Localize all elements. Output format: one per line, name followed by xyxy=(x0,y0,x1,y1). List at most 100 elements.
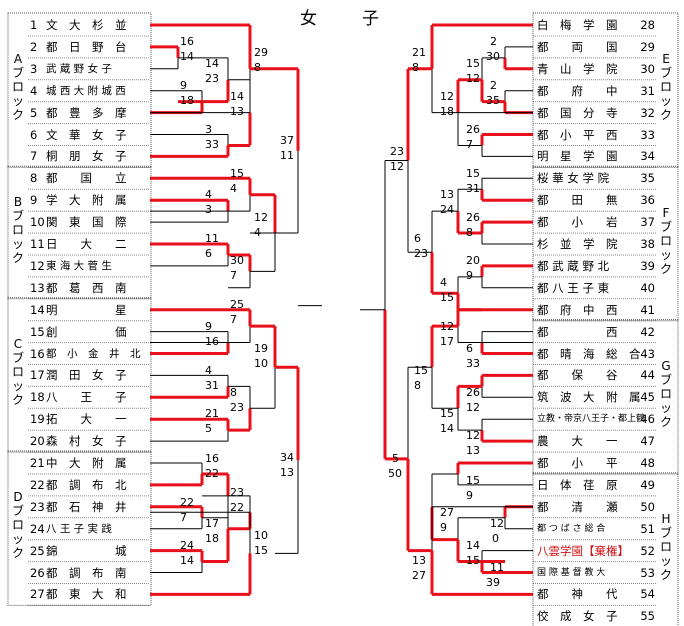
score-label: 15 xyxy=(466,167,480,180)
team-name: 文 大 杉 並 xyxy=(46,18,127,32)
team-number: 54 xyxy=(640,587,655,602)
score-label: 23 xyxy=(230,401,244,414)
team-number: 35 xyxy=(640,171,655,186)
team-name: 潤 田 女 子 xyxy=(46,368,127,383)
score-label: 3 xyxy=(205,123,212,136)
score-label: 26 xyxy=(466,386,480,399)
team-number: 14 xyxy=(30,302,45,317)
score-label: 18 xyxy=(180,94,194,107)
score-label: 19 xyxy=(254,342,268,355)
team-name: 都 晴 海 総 合 xyxy=(537,346,641,361)
team-number: 27 xyxy=(30,587,45,602)
team-name: 国 際 基 督 教 大 xyxy=(537,567,606,578)
team-name: 桜 華 女 学 院 xyxy=(537,171,610,186)
team-number: 37 xyxy=(640,215,655,230)
team-name: 錦 城 xyxy=(46,543,127,558)
score-label: 12 xyxy=(440,90,454,103)
team-number: 10 xyxy=(30,215,45,230)
team-name: 都 田 無 xyxy=(537,193,618,208)
score-label: 31 xyxy=(205,379,219,392)
team-name: 都 小 平 西 xyxy=(537,127,618,142)
team-number: 28 xyxy=(640,18,655,32)
score-label: 12 xyxy=(490,517,504,530)
score-label: 34 xyxy=(280,451,294,464)
score-label: 17 xyxy=(205,517,219,530)
score-label: 7 xyxy=(180,511,187,524)
score-label: 22 xyxy=(205,467,219,480)
block-label: Aブロック xyxy=(11,52,24,123)
score-label: 11 xyxy=(490,561,504,574)
score-label: 15 xyxy=(466,554,480,567)
score-label: 8 xyxy=(230,386,237,399)
score-label: 26 xyxy=(466,211,480,224)
team-name: 中 大 附 属 xyxy=(46,456,127,470)
block-label: Bブロック xyxy=(11,194,24,265)
team-number: 32 xyxy=(640,105,655,120)
team-number: 17 xyxy=(30,368,45,383)
team-number: 25 xyxy=(30,543,45,558)
team-name: 都 西 xyxy=(537,324,618,339)
score-label: 27 xyxy=(412,569,426,582)
score-label: 13 xyxy=(466,444,480,457)
score-label: 7 xyxy=(230,313,237,326)
score-label: 35 xyxy=(486,94,500,107)
team-name: 文 華 女 子 xyxy=(46,127,127,142)
team-number: 51 xyxy=(640,521,655,536)
block-label: Hブロック xyxy=(659,512,672,583)
score-label: 7 xyxy=(466,138,473,151)
team-name: 都 調 布 南 xyxy=(46,565,127,580)
score-label: 9 xyxy=(180,79,187,92)
team-number: 47 xyxy=(640,434,655,449)
team-name: 武 蔵 野 女 子 xyxy=(46,62,112,75)
score-label: 13 xyxy=(412,554,426,567)
team-name: 都 国 分 寺 xyxy=(537,105,618,120)
page-title: 女 子 xyxy=(300,9,393,29)
score-label: 11 xyxy=(205,232,219,245)
score-label: 12 xyxy=(440,320,454,333)
team-number: 8 xyxy=(30,171,38,186)
score-label: 20 xyxy=(466,254,480,267)
team-number: 13 xyxy=(30,280,45,295)
team-number: 46 xyxy=(640,412,655,427)
team-number: 44 xyxy=(640,368,655,383)
team-number: 40 xyxy=(640,280,655,295)
block-label: Dブロック xyxy=(11,490,24,561)
team-number: 48 xyxy=(640,456,655,470)
team-number: 41 xyxy=(640,302,655,317)
block-frame xyxy=(532,165,679,322)
score-label: 2 xyxy=(490,79,497,92)
team-name: 明 星 学 園 xyxy=(537,149,618,164)
score-label: 37 xyxy=(280,134,294,147)
team-name: 都 調 布 北 xyxy=(46,477,127,492)
score-label: 15 xyxy=(466,57,480,70)
team-number: 4 xyxy=(30,83,38,98)
score-label: 6 xyxy=(466,342,473,355)
score-label: 6 xyxy=(414,232,421,245)
score-label: 26 xyxy=(466,123,480,136)
score-label: 0 xyxy=(492,532,499,545)
score-label: 21 xyxy=(205,407,219,420)
team-number: 53 xyxy=(640,565,655,580)
block-label: Fブロック xyxy=(659,205,672,276)
team-name: 日 大 二 xyxy=(46,237,127,251)
